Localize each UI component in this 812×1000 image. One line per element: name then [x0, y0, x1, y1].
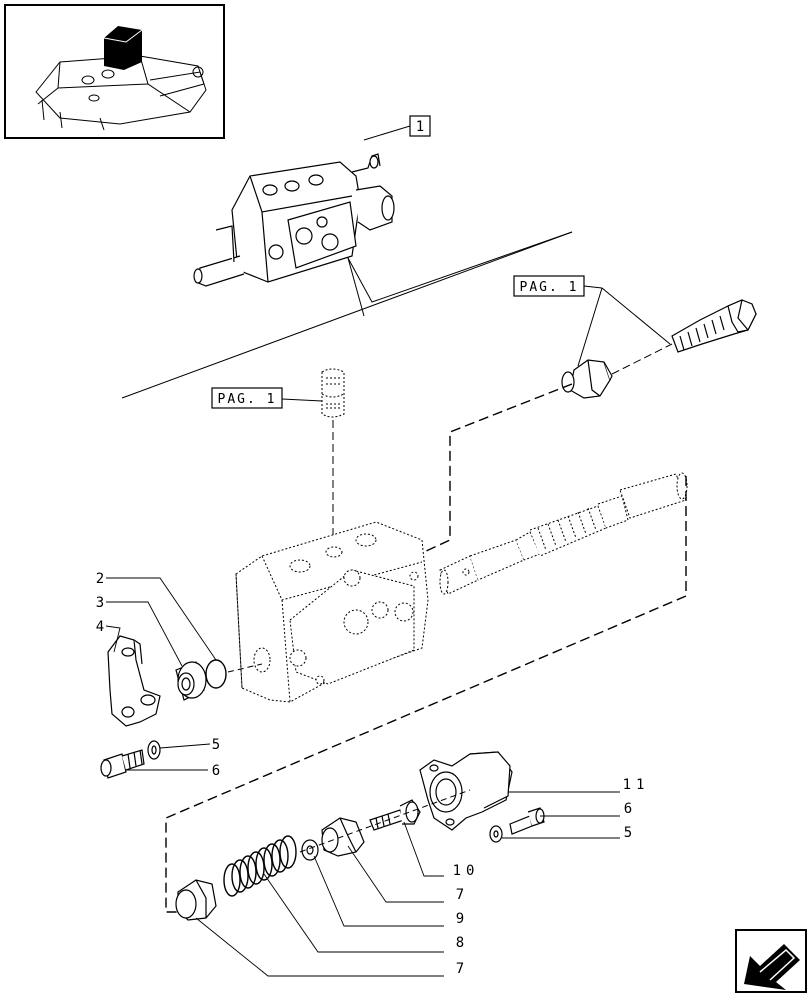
spool — [439, 472, 688, 595]
washer-part-9 — [301, 839, 319, 861]
callout-7-bottom: 7 — [456, 961, 464, 977]
callout-leaders-left — [105, 577, 217, 771]
flange-cover-part-11 — [419, 751, 513, 831]
axis-line-left-parts — [227, 663, 263, 673]
washer-part-5-left — [147, 740, 161, 760]
adjuster-bolt-and-fitting — [561, 299, 757, 399]
assembled-valve-illustration — [193, 153, 395, 287]
pin-part-10 — [369, 799, 421, 831]
top-leader-lines — [121, 125, 573, 399]
plug-fitting — [321, 368, 345, 418]
callout-7-mid: 7 — [456, 887, 464, 903]
spring-cap-part-7 — [175, 879, 217, 921]
pag-ref-left-label: PAG. 1 — [218, 392, 277, 407]
screw-part-6-left — [100, 749, 145, 779]
pag-left-leader — [281, 398, 323, 402]
next-page-arrow-icon — [744, 944, 800, 990]
callout-10: 10 — [453, 863, 480, 879]
seal-ring-part-3 — [175, 661, 207, 701]
callout-leaders-right — [195, 791, 620, 977]
callout-11: 11 — [623, 777, 650, 793]
callout-2: 2 — [96, 571, 104, 587]
thumbnail-locator[interactable] — [4, 4, 225, 139]
callout-5-right: 5 — [624, 825, 632, 841]
spring-part-8 — [223, 835, 297, 897]
next-page-button[interactable] — [735, 929, 807, 993]
axis-line-main-upper — [423, 383, 573, 553]
callout-9: 9 — [456, 911, 464, 927]
callout-4: 4 — [96, 619, 104, 635]
tractor-hitch-locator-icon — [35, 55, 207, 131]
axis-line-main-lower — [165, 476, 687, 913]
washer-part-5-right — [489, 825, 503, 843]
pag-ref-left[interactable]: PAG. 1 — [211, 387, 283, 409]
callout-6-left: 6 — [212, 763, 220, 779]
callout-5-left: 5 — [212, 737, 220, 753]
pag-ref-top-right[interactable]: PAG. 1 — [513, 275, 585, 297]
o-ring-part-2 — [205, 659, 227, 689]
highlighted-valve-block-icon — [103, 26, 143, 70]
pag-top-right-leaders — [577, 285, 671, 367]
valve-body-phantom — [235, 521, 429, 703]
spring-cup-part-7 — [321, 817, 365, 857]
callout-8: 8 — [456, 935, 464, 951]
axis-line-right-parts — [299, 789, 471, 853]
ref-box-1[interactable]: 1 — [409, 115, 431, 137]
bracket-part-4 — [107, 635, 161, 727]
ref-box-1-label: 1 — [416, 119, 424, 135]
callout-6-right: 6 — [624, 801, 632, 817]
screw-part-6-right — [509, 807, 545, 835]
callout-3: 3 — [96, 595, 104, 611]
pag-ref-top-right-label: PAG. 1 — [520, 280, 579, 295]
axis-line-fitting — [611, 343, 673, 375]
